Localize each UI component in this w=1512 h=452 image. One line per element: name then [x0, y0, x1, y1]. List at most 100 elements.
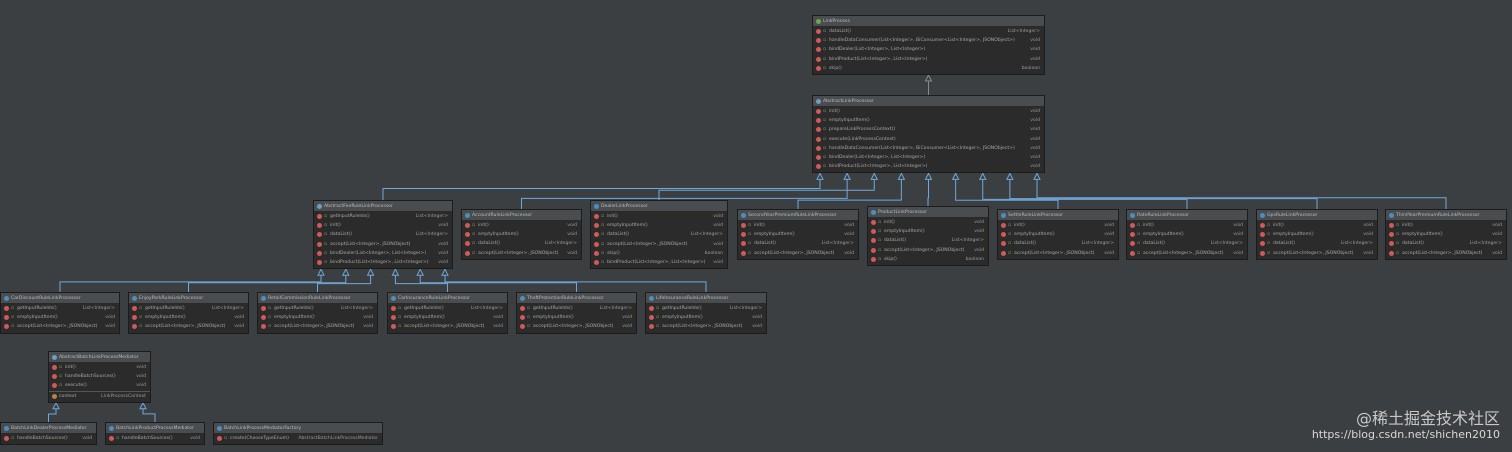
- method-row[interactable]: ▫dataList()List<Integer>: [1386, 239, 1506, 248]
- class-box-gps-rule-link-processor[interactable]: GpsRuleLinkProcessor▫init()void▫emptyInp…: [1256, 209, 1378, 260]
- class-box-batch-link-dealer-process-mediator[interactable]: BatchLinkDealerProcessMediator▫handleBat…: [0, 422, 97, 446]
- method-row[interactable]: ▫emptyInputItem()void: [129, 313, 248, 322]
- class-box-abstract-link-processor[interactable]: AbstractLinkProcessor▫init()void▫emptyIn…: [812, 95, 1045, 174]
- class-box-batch-link-product-process-mediator[interactable]: BatchLinkProductProcessMediator▫handleBa…: [105, 422, 205, 446]
- method-row[interactable]: ▫getInputRuleIds()List<Integer>: [314, 212, 452, 221]
- method-row[interactable]: ▫emptyInputItem()void: [738, 230, 858, 239]
- method-row[interactable]: ▫accept(List<Integer>, JSONObject)void: [1127, 249, 1247, 258]
- method-row[interactable]: ▫emptyInputItem()void: [813, 116, 1044, 125]
- method-row[interactable]: ▫accept(List<Integer>, JSONObject)void: [517, 322, 636, 331]
- method-row[interactable]: ▫accept(List<Integer>, JSONObject)void: [388, 322, 507, 331]
- method-row[interactable]: ▫getInputRuleIds()List<Integer>: [517, 304, 636, 313]
- class-box-theft-protection-rule-link-processor[interactable]: TheftProtectionRuleLinkProcessor▫getInpu…: [516, 292, 637, 334]
- method-row[interactable]: ▫bindDealer(List<Integer>, List<Integer>…: [813, 153, 1044, 162]
- method-row[interactable]: ▫create(ChooseTypeEnum)AbstractBatchLink…: [214, 434, 382, 443]
- method-row[interactable]: ▫accept(List<Integer>, JSONObject)void: [129, 322, 248, 331]
- method-row[interactable]: ▫init()void: [868, 218, 988, 227]
- method-row[interactable]: ▫emptyInputItem()void: [517, 313, 636, 322]
- class-box-abstract-fee-rule-link-processor[interactable]: AbstractFeeRuleLinkProcessor▫getInputRul…: [313, 200, 453, 270]
- method-row[interactable]: ▫accept(List<Integer>, JSONObject)void: [738, 249, 858, 258]
- method-row[interactable]: ▫getInputRuleIds()List<Integer>: [1, 304, 119, 313]
- method-row[interactable]: ▫emptyInputItem()void: [462, 230, 581, 239]
- method-row[interactable]: ▫emptyInputItem()void: [1257, 230, 1377, 239]
- method-row[interactable]: ▫init()void: [1386, 221, 1506, 230]
- method-row[interactable]: ▫dataList()List<Integer>: [314, 230, 452, 239]
- method-row[interactable]: ▫init()void: [1257, 221, 1377, 230]
- method-row[interactable]: ▫accept(List<Integer>, JSONObject)void: [1257, 249, 1377, 258]
- class-box-car-insurance-rule-link-processor[interactable]: CarInsuranceRuleLinkProcessor▫getInputRu…: [387, 292, 508, 334]
- method-row[interactable]: ▫skip()boolean: [813, 64, 1044, 73]
- method-row[interactable]: ▫bindDealer(List<Integer>, List<Integer>…: [314, 249, 452, 258]
- class-box-enjoy-park-rule-link-processor[interactable]: EnjoyParkRuleLinkProcessor▫getInputRuleI…: [128, 292, 249, 334]
- class-box-third-year-premium-rule-link-processor[interactable]: ThirdYearPremiumRuleLinkProcessor▫init()…: [1385, 209, 1507, 260]
- method-row[interactable]: ▫handleBatchSources()void: [1, 434, 96, 443]
- method-row[interactable]: ▫accept(List<Integer>, JSONObject)void: [1386, 249, 1506, 258]
- method-row[interactable]: ▫emptyInputItem()void: [258, 313, 377, 322]
- method-row[interactable]: ▫emptyInputItem()void: [646, 313, 766, 322]
- method-row[interactable]: ▫accept(List<Integer>, JSONObject)void: [258, 322, 377, 331]
- method-row[interactable]: ▫emptyInputItem()void: [1, 313, 119, 322]
- method-row[interactable]: ▫dataList()List<Integer>: [738, 239, 858, 248]
- method-row[interactable]: ▫accept(List<Integer>, JSONObject)void: [868, 246, 988, 255]
- class-box-life-insurance-rule-link-processor[interactable]: LifeInsuranceRuleLinkProcessor▫getInputR…: [645, 292, 767, 334]
- method-row[interactable]: ▫init()void: [49, 363, 150, 372]
- method-row[interactable]: ▫dataList()List<Integer>: [591, 230, 727, 239]
- method-row[interactable]: ▫accept(List<Integer>, JSONObject)void: [1, 322, 119, 331]
- method-row[interactable]: ▫bindProduct(List<Integer>, List<Integer…: [591, 258, 727, 267]
- method-row[interactable]: ▫handleBatchSources()void: [106, 434, 204, 443]
- class-box-second-year-premium-rule-link-processor[interactable]: SecondYearPremiumRuleLinkProcessor▫init(…: [737, 209, 859, 260]
- method-row[interactable]: ▫bindDealer(List<Integer>, List<Integer>…: [813, 45, 1044, 54]
- method-row[interactable]: ▫handleBatchSources()void: [49, 372, 150, 381]
- method-row[interactable]: ▫dataList()List<Integer>: [998, 239, 1118, 248]
- method-row[interactable]: ▫accept(List<Integer>, JSONObject)void: [646, 322, 766, 331]
- class-box-settle-rule-link-processor[interactable]: SettleRuleLinkProcessor▫init()void▫empty…: [997, 209, 1119, 260]
- method-row[interactable]: ▫emptyInputItem()void: [1386, 230, 1506, 239]
- method-row[interactable]: ▫emptyInputItem()void: [998, 230, 1118, 239]
- method-row[interactable]: ▫dataList()List<Integer>: [868, 236, 988, 245]
- method-row[interactable]: ▫init()void: [738, 221, 858, 230]
- class-box-link-process[interactable]: LinkProcess▫dataList()List<Integer>▫hand…: [812, 15, 1045, 75]
- class-box-rate-rule-link-processor[interactable]: RateRuleLinkProcessor▫init()void▫emptyIn…: [1126, 209, 1248, 260]
- method-row[interactable]: ▫getInputRuleIds()List<Integer>: [646, 304, 766, 313]
- class-box-account-rule-link-processor[interactable]: AccountRuleLinkProcessor▫init()void▫empt…: [461, 209, 582, 260]
- method-row[interactable]: ▫init()void: [1127, 221, 1247, 230]
- method-row[interactable]: ▫emptyInputItem()void: [868, 227, 988, 236]
- method-row[interactable]: ▫skip()boolean: [591, 249, 727, 258]
- method-row[interactable]: ▫init()void: [591, 212, 727, 221]
- method-row[interactable]: ▫skip()boolean: [868, 255, 988, 264]
- method-row[interactable]: ▫accept(List<Integer>, JSONObject)void: [998, 249, 1118, 258]
- method-row[interactable]: ▫getInputRuleIds()List<Integer>: [258, 304, 377, 313]
- method-row[interactable]: ▫init()void: [998, 221, 1118, 230]
- method-row[interactable]: ▫emptyInputItem()void: [591, 221, 727, 230]
- class-box-product-link-processor[interactable]: ProductLinkProcessor▫init()void▫emptyInp…: [867, 206, 989, 266]
- method-row[interactable]: ▫dataList()List<Integer>: [1257, 239, 1377, 248]
- class-box-dealer-link-processor[interactable]: DealerLinkProcessor▫init()void▫emptyInpu…: [590, 200, 728, 270]
- method-row[interactable]: ▫handleDataConsumer(List<Integer>, BiCon…: [813, 36, 1044, 45]
- method-row[interactable]: ▫handleDataConsumer(List<Integer>, BiCon…: [813, 144, 1044, 153]
- method-row[interactable]: ▫emptyInputItem()void: [1127, 230, 1247, 239]
- method-row[interactable]: ▫accept(List<Integer>, JSONObject)void: [462, 249, 581, 258]
- method-row[interactable]: ▫accept(List<Integer>, JSONObject)void: [314, 240, 452, 249]
- method-row[interactable]: ▫init()void: [813, 107, 1044, 116]
- method-row[interactable]: ▫init()void: [462, 221, 581, 230]
- method-row[interactable]: ▫getInputRuleIds()List<Integer>: [129, 304, 248, 313]
- method-row[interactable]: ▫accept(List<Integer>, JSONObject)void: [591, 240, 727, 249]
- method-row[interactable]: ▫dataList()List<Integer>: [813, 27, 1044, 36]
- method-row[interactable]: ▫execute(LinkProcessContext)void: [813, 135, 1044, 144]
- method-row[interactable]: ▫emptyInputItem()void: [388, 313, 507, 322]
- method-row[interactable]: ▫bindProduct(List<Integer>, List<Integer…: [813, 55, 1044, 64]
- method-row[interactable]: ▫dataList()List<Integer>: [1127, 239, 1247, 248]
- method-row[interactable]: ▫getInputRuleIds()List<Integer>: [388, 304, 507, 313]
- method-row[interactable]: ▫init()void: [314, 221, 452, 230]
- method-row[interactable]: ▫dataList()List<Integer>: [462, 239, 581, 248]
- class-box-retail-commission-rule-link-processor[interactable]: RetailCommissionRuleLinkProcessor▫getInp…: [257, 292, 378, 334]
- method-name: prepareLinkProcessContext(): [829, 127, 896, 133]
- method-row[interactable]: ▫bindProduct(List<Integer>, List<Integer…: [813, 162, 1044, 171]
- method-row[interactable]: ▫execute()void: [49, 381, 150, 390]
- method-row[interactable]: ▫prepareLinkProcessContext()void: [813, 125, 1044, 134]
- class-box-car-discount-rule-link-processor[interactable]: CarDiscountRuleLinkProcessor▫getInputRul…: [0, 292, 120, 334]
- method-row[interactable]: ▫bindProduct(List<Integer>, List<Integer…: [314, 258, 452, 267]
- class-box-batch-link-process-mediator-factory[interactable]: BatchLinkProcessMediatorFactory▫create(C…: [213, 422, 383, 446]
- class-box-abstract-batch-link-process-mediator[interactable]: AbstractBatchLinkProcessMediator▫init()v…: [48, 351, 151, 403]
